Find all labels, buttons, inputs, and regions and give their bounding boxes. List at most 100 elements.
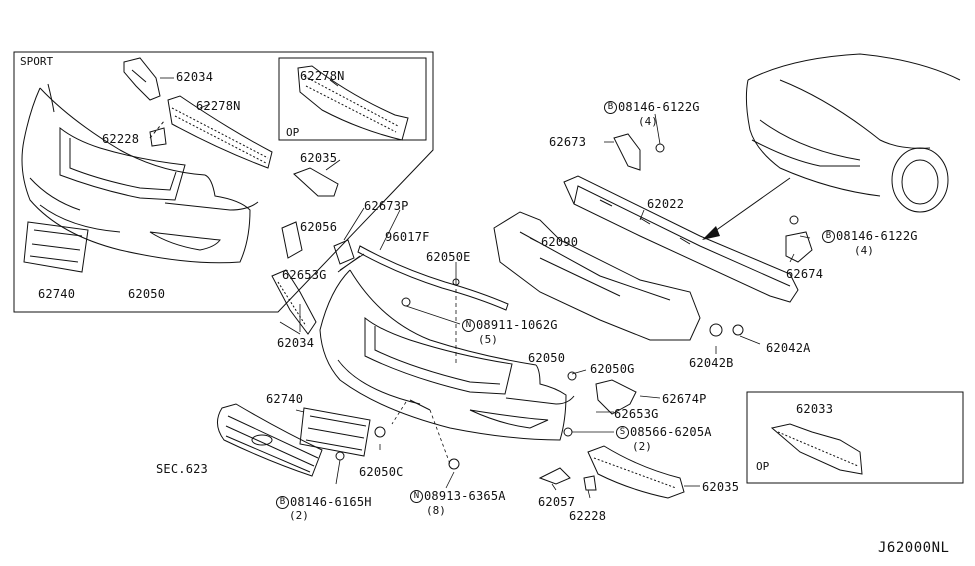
label-62740-sport[interactable]: 62740	[38, 287, 76, 301]
qty-08146-6122G-lower: (4)	[854, 244, 874, 257]
nut-symbol-icon: N	[410, 490, 423, 503]
fastener-62050G	[567, 371, 577, 381]
label-08911-1062G-text: 08911-1062G	[476, 318, 558, 332]
label-62056[interactable]: 62056	[300, 220, 338, 234]
qty-08146-6165H: (2)	[289, 509, 309, 522]
sport-62228-clip-drawing	[149, 127, 167, 147]
fastener-bolt-6165H	[335, 451, 345, 461]
p62022-reinforcement-drawing	[563, 175, 799, 303]
diagram-reference-id: J62000NL	[878, 540, 950, 556]
sport-license-plate-bracket-drawing	[23, 221, 89, 273]
qty-08913-6365A: (8)	[426, 504, 446, 517]
label-62228-sport[interactable]: 62228	[102, 132, 140, 146]
label-96017F[interactable]: 96017F	[385, 230, 430, 244]
label-62050-sport[interactable]: 62050	[128, 287, 166, 301]
p62740-main-drawing	[299, 407, 371, 457]
op-top-box-outline	[278, 57, 427, 141]
car-arrow-line	[707, 177, 791, 237]
fastener-bolt-62674	[789, 215, 799, 225]
p62035-main-drawing	[587, 445, 685, 499]
label-08913-6365A-text: 08913-6365A	[424, 489, 506, 503]
label-62740-main[interactable]: 62740	[266, 392, 304, 406]
label-08146-6122G-upper-text: 08146-6122G	[618, 100, 700, 114]
label-62042B[interactable]: 62042B	[689, 356, 734, 370]
screw-symbol-icon: S	[616, 426, 629, 439]
label-62674P[interactable]: 62674P	[662, 392, 707, 406]
fastener-nut-08911	[401, 297, 411, 307]
label-62278N-op[interactable]: 62278N	[300, 69, 345, 83]
label-62090[interactable]: 62090	[541, 235, 579, 249]
qty-08566-6205A: (2)	[632, 440, 652, 453]
qty-08911-1062G: (5)	[478, 333, 498, 346]
fastener-bolt-62673	[655, 143, 665, 153]
op-bottom-box-outline	[746, 391, 964, 484]
label-62035-op[interactable]: 62035	[300, 151, 338, 165]
sport-62034-bracket-drawing	[123, 57, 161, 101]
label-62057[interactable]: 62057	[538, 495, 576, 509]
p62057-drawing	[538, 467, 571, 485]
front-grille-drawing	[217, 403, 323, 477]
p62056-bracket-drawing	[281, 221, 303, 259]
label-62674[interactable]: 62674	[786, 267, 824, 281]
p62090-absorber-drawing	[493, 211, 701, 341]
fastener-screw-08566	[563, 427, 573, 437]
fastener-62050C	[374, 426, 386, 438]
sport-box-title: SPORT	[20, 55, 54, 68]
sport-leader-62228	[149, 119, 166, 139]
label-62033[interactable]: 62033	[796, 402, 834, 416]
bolt-symbol-icon: B	[604, 101, 617, 114]
label-62034-main[interactable]: 62034	[277, 336, 315, 350]
p62050-main-bumper-drawing	[319, 269, 575, 441]
nut-symbol-icon: N	[462, 319, 475, 332]
label-62653G-left[interactable]: 62653G	[282, 268, 327, 282]
label-62653G-right[interactable]: 62653G	[614, 407, 659, 421]
leader-lines	[160, 77, 811, 499]
op-bottom-box-title: OP	[756, 460, 770, 473]
sport-box-outline	[13, 51, 434, 313]
label-62050G[interactable]: 62050G	[590, 362, 635, 376]
label-62278N-sport[interactable]: 62278N	[196, 99, 241, 113]
p62673-bracket-drawing	[613, 133, 641, 171]
bolt-symbol-icon: B	[822, 230, 835, 243]
p62673P-bracket-drawing	[333, 239, 355, 265]
label-62673P[interactable]: 62673P	[364, 199, 409, 213]
op-top-62278N-drawing	[297, 65, 409, 141]
p62033-drawing	[770, 423, 863, 475]
label-08566-6205A-text: 08566-6205A	[630, 425, 712, 439]
fastener-62042B	[709, 323, 723, 337]
p62674P-bracket-drawing	[595, 379, 637, 415]
qty-08146-6122G-upper: (4)	[638, 115, 658, 128]
p62034-main-drawing	[271, 269, 317, 335]
label-62050C[interactable]: 62050C	[359, 465, 404, 479]
label-62034-sport[interactable]: 62034	[176, 70, 214, 84]
label-62050E[interactable]: 62050E	[426, 250, 471, 264]
fastener-62042A	[732, 324, 744, 336]
p62228-main-drawing	[583, 475, 597, 491]
sport-bumper-drawing	[21, 83, 259, 264]
fastener-nut-08913	[448, 458, 460, 470]
op-top-box-title: OP	[286, 126, 300, 139]
car-silhouette-drawing	[745, 53, 961, 213]
label-62673[interactable]: 62673	[549, 135, 587, 149]
label-sec-623[interactable]: SEC.623	[156, 462, 208, 476]
label-62228-main[interactable]: 62228	[569, 509, 607, 523]
label-62042A[interactable]: 62042A	[766, 341, 811, 355]
label-62022[interactable]: 62022	[647, 197, 685, 211]
label-08146-6122G-lower-text: 08146-6122G	[836, 229, 918, 243]
op-top-62035-drawing	[293, 167, 339, 197]
bolt-symbol-icon: B	[276, 496, 289, 509]
p62674-bracket-drawing	[785, 231, 813, 263]
car-arrow-head	[702, 226, 720, 240]
label-08146-6165H-text: 08146-6165H	[290, 495, 372, 509]
label-62035-main[interactable]: 62035	[702, 480, 740, 494]
p96017F-strip-drawing	[357, 245, 509, 311]
label-62050-main[interactable]: 62050	[528, 351, 566, 365]
